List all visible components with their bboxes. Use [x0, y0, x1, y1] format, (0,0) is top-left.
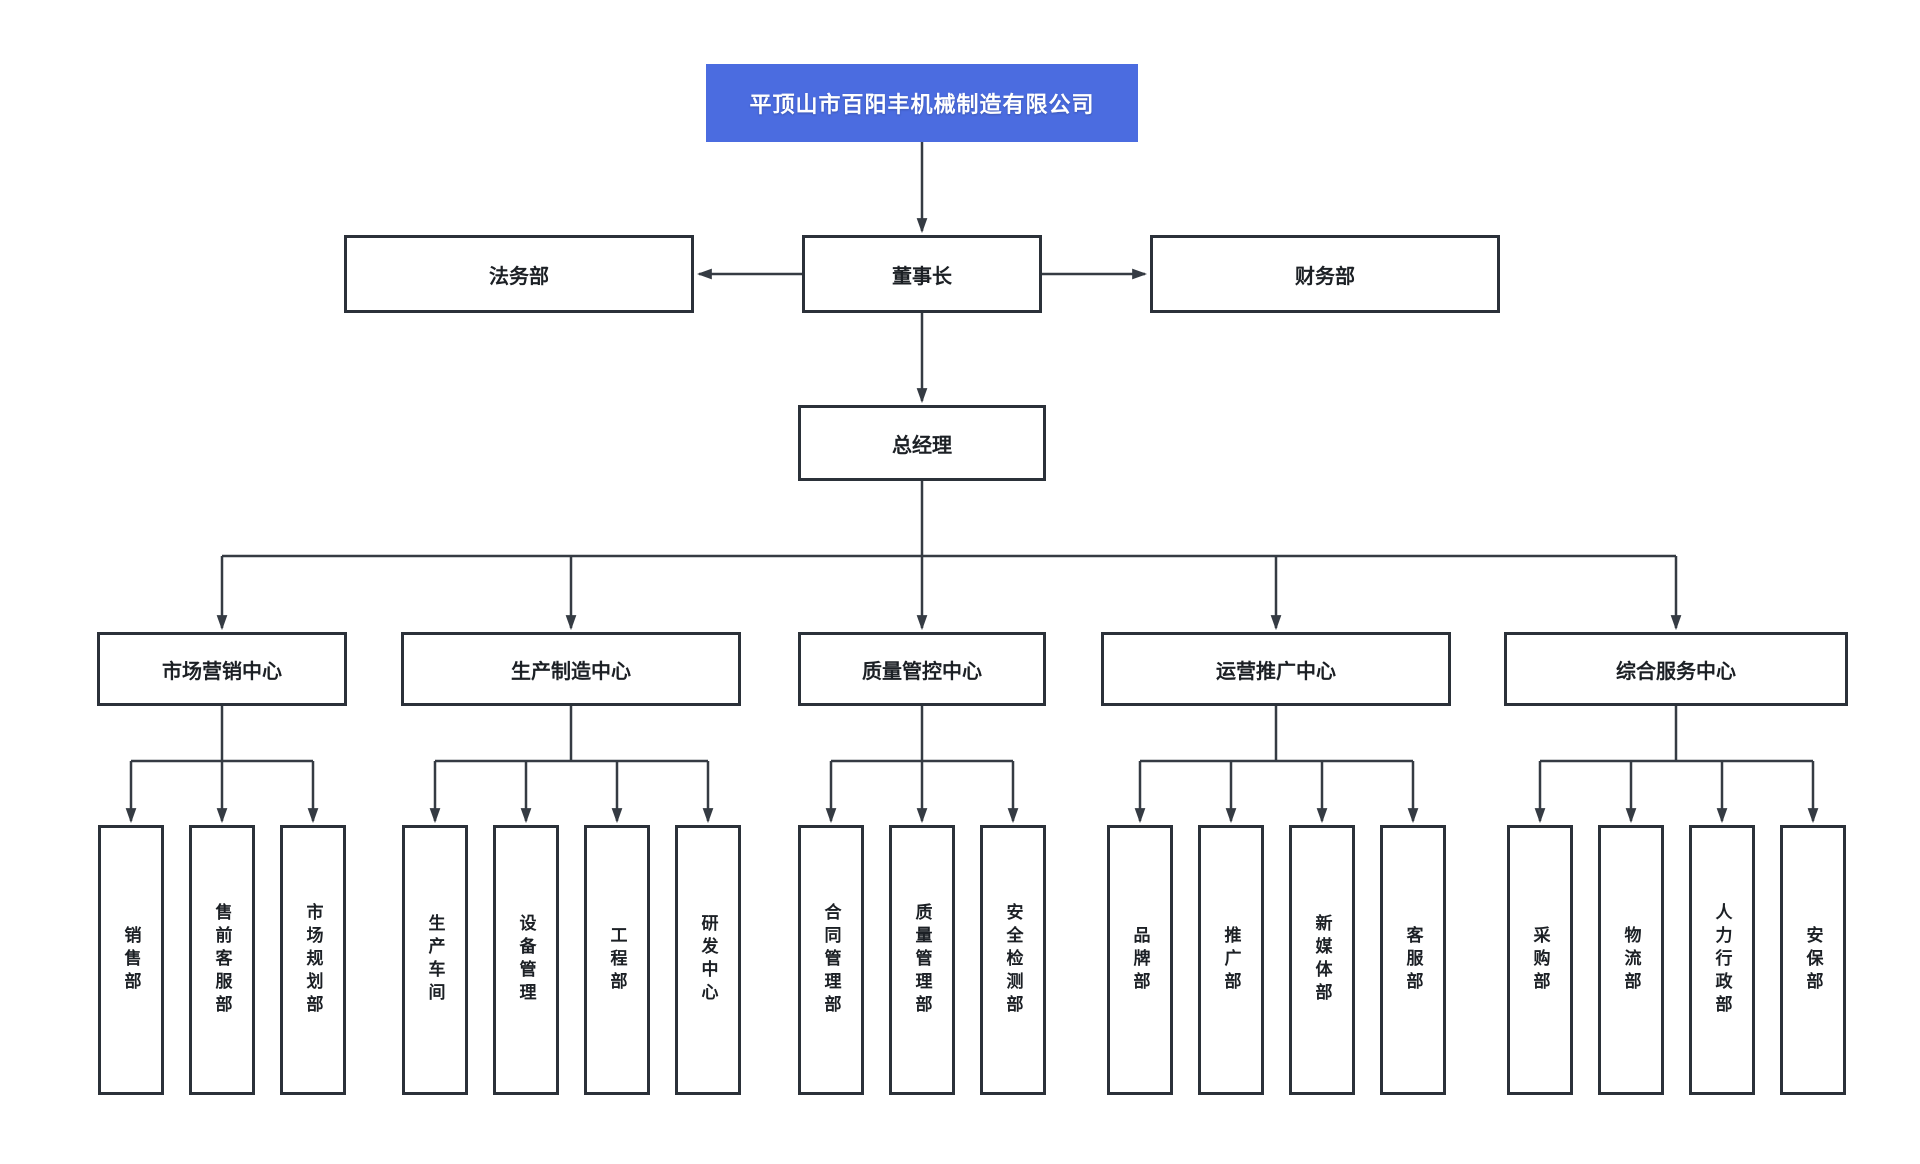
- org-node-dept-engineering: 工程部: [584, 825, 650, 1095]
- dept-label: 研发中心: [698, 914, 718, 1006]
- org-node-dept-safety-inspection: 安全检测部: [980, 825, 1046, 1095]
- chairman-label: 董事长: [892, 265, 952, 288]
- org-node-chairman: 董事长: [802, 235, 1042, 313]
- org-node-dept-promotion: 推广部: [1198, 825, 1264, 1095]
- dept-label: 物流部: [1621, 925, 1641, 995]
- dept-label: 市场规划部: [303, 902, 323, 1018]
- org-node-dept-customer-service: 客服部: [1380, 825, 1446, 1095]
- connector-group-1: [125, 706, 319, 824]
- dept-label: 安保部: [1803, 925, 1823, 995]
- org-node-center-marketing: 市场营销中心: [97, 632, 347, 706]
- org-node-dept-brand: 品牌部: [1107, 825, 1173, 1095]
- org-node-dept-security: 安保部: [1780, 825, 1846, 1095]
- org-node-dept-quality-management: 质量管理部: [889, 825, 955, 1095]
- dept-label: 品牌部: [1130, 925, 1150, 995]
- dept-label: 新媒体部: [1312, 914, 1332, 1006]
- dept-label: 售前客服部: [212, 902, 232, 1018]
- org-node-dept-equipment-management: 设备管理: [493, 825, 559, 1095]
- connector-group-5: [1534, 706, 1819, 824]
- org-node-dept-purchasing: 采购部: [1507, 825, 1573, 1095]
- dept-label: 工程部: [607, 925, 627, 995]
- org-node-center-services: 综合服务中心: [1504, 632, 1848, 706]
- connector-group-2: [429, 706, 714, 824]
- general-manager-label: 总经理: [892, 434, 952, 457]
- org-node-dept-contract-management: 合同管理部: [798, 825, 864, 1095]
- dept-label: 采购部: [1530, 925, 1550, 995]
- dept-label: 合同管理部: [821, 902, 841, 1018]
- org-node-dept-sales: 销售部: [98, 825, 164, 1095]
- connector-group-spine: [216, 142, 1682, 631]
- org-node-dept-hr-admin: 人力行政部: [1689, 825, 1755, 1095]
- org-node-dept-rnd-center: 研发中心: [675, 825, 741, 1095]
- dept-label: 推广部: [1221, 925, 1241, 995]
- org-node-company-root: 平顶山市百阳丰机械制造有限公司: [706, 64, 1138, 142]
- dept-label: 安全检测部: [1003, 902, 1023, 1018]
- dept-label: 质量管理部: [912, 902, 932, 1018]
- center-label: 市场营销中心: [162, 660, 282, 683]
- finance-dept-label: 财务部: [1295, 265, 1355, 288]
- dept-label: 销售部: [121, 925, 141, 995]
- dept-label: 客服部: [1403, 925, 1423, 995]
- center-label: 综合服务中心: [1616, 660, 1736, 683]
- center-label: 运营推广中心: [1216, 660, 1336, 683]
- org-node-finance-dept: 财务部: [1150, 235, 1500, 313]
- dept-label: 生产车间: [425, 914, 445, 1006]
- connector-group-4: [1134, 706, 1419, 824]
- company-root-label: 平顶山市百阳丰机械制造有限公司: [749, 92, 1095, 117]
- center-label: 生产制造中心: [511, 660, 631, 683]
- org-node-dept-market-planning: 市场规划部: [280, 825, 346, 1095]
- dept-label: 设备管理: [516, 914, 536, 1006]
- org-node-center-production: 生产制造中心: [401, 632, 741, 706]
- center-label: 质量管控中心: [862, 660, 982, 683]
- org-node-center-operations: 运营推广中心: [1101, 632, 1451, 706]
- org-node-dept-presales-service: 售前客服部: [189, 825, 255, 1095]
- connector-group-3: [825, 706, 1019, 824]
- legal-dept-label: 法务部: [489, 265, 549, 288]
- org-node-dept-logistics: 物流部: [1598, 825, 1664, 1095]
- dept-label: 人力行政部: [1712, 902, 1732, 1018]
- org-node-dept-production-workshop: 生产车间: [402, 825, 468, 1095]
- org-node-dept-new-media: 新媒体部: [1289, 825, 1355, 1095]
- org-node-general-manager: 总经理: [798, 405, 1046, 481]
- org-node-legal-dept: 法务部: [344, 235, 694, 313]
- org-node-center-quality: 质量管控中心: [798, 632, 1046, 706]
